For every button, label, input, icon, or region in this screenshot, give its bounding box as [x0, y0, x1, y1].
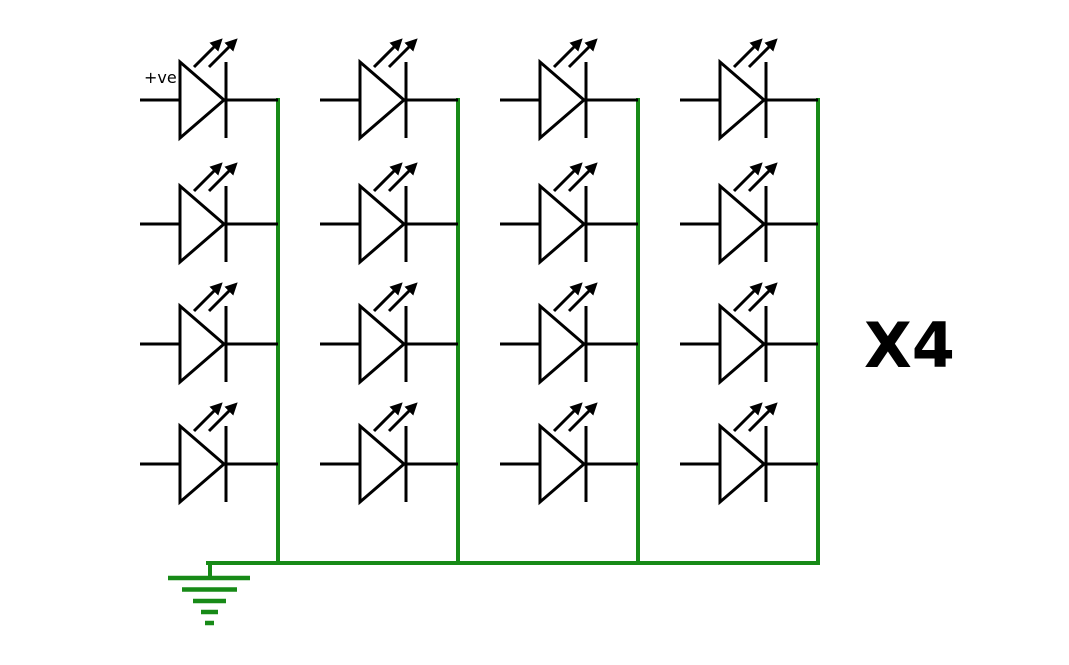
led-r3-c2 [320, 285, 458, 382]
led-r4-c1 [140, 405, 278, 502]
led-r3-c1 [140, 285, 278, 382]
led-grid [140, 41, 818, 502]
ground-symbol [168, 563, 250, 626]
led-r4-c2 [320, 405, 458, 502]
led-r1-c1 [140, 41, 278, 138]
led-r2-c2 [320, 165, 458, 262]
wires [206, 98, 820, 565]
led-r2-c1 [140, 165, 278, 262]
led-r1-c2 [320, 41, 458, 138]
led-r4-c4 [680, 405, 818, 502]
led-r3-c4 [680, 285, 818, 382]
led-r1-c3 [500, 41, 638, 138]
positive-terminal-label: +ve [144, 68, 177, 87]
led-r2-c3 [500, 165, 638, 262]
multiplier-label: X4 [864, 309, 955, 382]
led-r1-c4 [680, 41, 818, 138]
led-r2-c4 [680, 165, 818, 262]
led-r3-c3 [500, 285, 638, 382]
led-r4-c3 [500, 405, 638, 502]
